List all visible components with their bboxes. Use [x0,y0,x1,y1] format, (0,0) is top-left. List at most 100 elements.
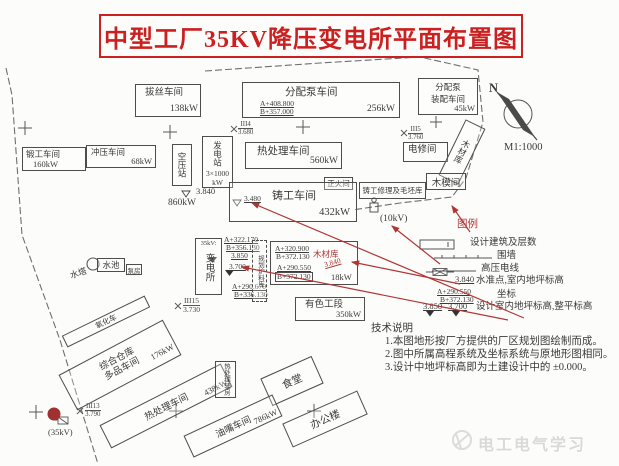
building-chongya: 冲压车间 68kW [86,145,156,168]
coord-a: A+408.800 [260,99,295,108]
legend-benchmark-label: 水准点,室内地坪标高 [476,276,564,286]
power-label: 160kW [33,159,59,170]
drawing-title-box: 中型工厂35KV降压变电所平面布置图 [99,14,523,58]
watermark-text: 电工电气学习 [478,437,587,454]
building-bengfang: 泵房 [126,264,142,275]
building-dianxiu: 电修间 [403,142,448,162]
building-rechulifu: 热处理辅房 [215,361,236,398]
building-label: 铸工修理及毛坯库 [362,186,423,195]
building-label: 空压站 [177,152,187,178]
building-label: 热处理车间 [257,146,310,157]
building-zhuxiu: 铸工修理及毛坯库 [359,182,426,199]
legend-elev-value-2: 3.700 [448,301,468,311]
note-line-2: 2.图中所属高程系统及坐标系统与原地形图相同。 [385,349,614,360]
coord-a: A+322.170 [224,235,259,244]
elev-mark-filled [225,270,234,276]
building-mumojian: 木模间 [426,173,466,190]
legend-elev-label: 设计室内地坪标高,整平标高 [476,302,593,312]
building-zhuangpei: 分配泵 装配车间 45kW [418,78,478,115]
power-unit: kW [212,178,223,187]
building-biandiansuo: 35kV: 变电所 [195,238,222,295]
building-zhugong: 铸工车间 432kW 3.480 [229,182,357,222]
legend-elev-value-1: 3.850 [423,301,443,311]
power-spec: 3×1000 [206,169,229,178]
legend-coord-label: 坐标 [497,290,517,300]
building-fadian: 发电站 3×1000 kW [202,136,233,188]
building-label: 热处理辅房 [222,363,230,396]
benchmark-star-icon [76,407,84,415]
building-label: 冲压车间 [91,147,126,157]
building-kongya: 空压站 [172,144,192,186]
coord-b: B+372.130 [275,272,313,282]
building-label: 规划炉料库 [256,254,264,288]
power-label: 560kW [310,156,338,167]
survey-cross [163,125,177,139]
power-label: 432kW [319,206,350,218]
power-label: 176kW [148,341,176,363]
building-label: 木模间 [431,178,461,189]
elevation-value: 3.480 [244,194,261,203]
building-label: 拔丝车间 [145,88,184,98]
building-label: 正火间 [327,179,350,188]
fence-line-top-right [204,56,484,211]
building-label: 变电所 [203,252,214,282]
building-label: 装配车间 [430,94,465,104]
benchmark-star-icon [174,302,182,310]
building-rechuli-1: 热处理车间 560kW [245,142,342,169]
survey-marker-5: III5 3.760 [408,126,424,141]
survey-cross [430,116,442,128]
voltage-label-35kv: (35kV) [48,427,73,437]
legend-building-label: 设计建筑及层数 [470,238,537,248]
compass-scale-label: M1:1000 [504,142,543,153]
building-label: 水池 [102,260,120,270]
legend-building-icon [419,239,455,250]
water-tower-icon [86,257,100,271]
elevation-value: 3.850 [231,251,248,260]
survey-cross [29,405,43,419]
building-duangong: 锻工车间 160kW [22,147,86,171]
watermark-logo-icon [452,430,472,450]
power-label: 860kW [168,198,196,208]
coord-b: B+356.130 [226,243,260,252]
survey-marker-4: III4 3.680 [238,121,254,136]
survey-cross [169,404,183,418]
elev-mark [181,190,191,198]
note-line-1: 1.本图地形按厂方提供的厂区规划图绘制而成。 [385,336,603,347]
compass-north-label: N [489,81,499,95]
building-label: 食堂 [280,372,305,392]
coord-a: A+290.550 [277,263,312,272]
benchmark-star-icon [230,125,238,133]
note-line-3: 3.设计中地坪标高即为土建设计中的 ±0.000。 [385,362,593,373]
power-label: 18kW [331,272,352,282]
power-label: 45kW [454,103,475,114]
survey-cross [307,404,321,418]
power-label: 68kW [131,156,152,167]
elevation-value: 3.840 [196,186,216,196]
power-label: 350kW [335,309,361,320]
elev-mark-filled [426,311,434,317]
building-guihua: 规划炉料库 [252,240,267,302]
power-label: 138kW [170,104,198,115]
legend-title: 图例 [457,219,478,230]
building-label: 电修间 [408,145,437,155]
building-label: 锻工车间 [26,149,61,159]
survey-cross [296,120,310,134]
building-zhenghuo: 正火间 [324,177,353,190]
coord-b: B+357.000 [260,107,294,116]
building-youse: 有色工段 350kW [295,297,365,321]
building-label: 发电站 [212,141,223,167]
elev-mark-filled [452,311,460,317]
transformer-icon [53,416,69,425]
benchmark-star-icon [400,129,408,137]
building-shuichi: 水池 [97,258,125,272]
voltage-label-10kv: (10kV) [380,214,408,224]
survey-cross [18,121,32,135]
elevation-value-red: 3.840 [322,255,342,270]
power-label: 256kW [367,104,395,115]
survey-marker-13: III13 3.790 [85,403,101,418]
elevation-value: 3.700 [229,262,246,271]
building-label: 泵房 [127,267,141,275]
building-label: 分配泵 [435,82,461,92]
survey-marker-15: III15 3.730 [183,296,200,314]
